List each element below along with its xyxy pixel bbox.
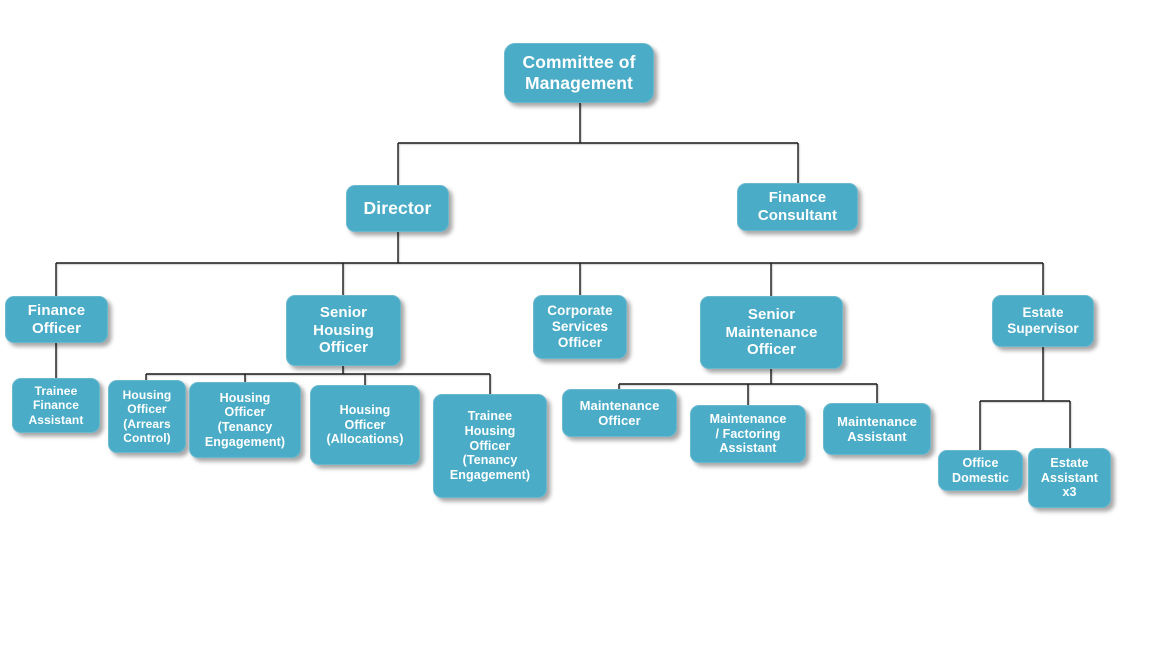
org-node-senior-housing-officer: Senior Housing Officer xyxy=(286,295,401,366)
org-node-corporate-services-officer: Corporate Services Officer xyxy=(533,295,627,359)
org-node-office-domestic: Office Domestic xyxy=(938,450,1023,491)
org-node-housing-officer-arrears-control: Housing Officer (Arrears Control) xyxy=(108,380,186,453)
org-node-estate-supervisor: Estate Supervisor xyxy=(992,295,1094,347)
org-node-estate-assistant-x3: Estate Assistant x3 xyxy=(1028,448,1111,508)
org-node-housing-officer-allocations: Housing Officer (Allocations) xyxy=(310,385,420,465)
org-node-maintenance-assistant: Maintenance Assistant xyxy=(823,403,931,455)
org-node-director: Director xyxy=(346,185,449,232)
org-node-finance-consultant: Finance Consultant xyxy=(737,183,858,231)
org-node-senior-maintenance-officer: Senior Maintenance Officer xyxy=(700,296,843,369)
connector-path xyxy=(55,103,1071,450)
org-node-maintenance-officer: Maintenance Officer xyxy=(562,389,677,437)
org-node-trainee-finance-assistant: Trainee Finance Assistant xyxy=(12,378,100,433)
org-node-maintenance-factoring-assistant: Maintenance / Factoring Assistant xyxy=(690,405,806,463)
org-node-committee-of-management: Committee of Management xyxy=(504,43,654,103)
org-node-trainee-housing-officer: Trainee Housing Officer (Tenancy Engagem… xyxy=(433,394,547,498)
org-node-finance-officer: Finance Officer xyxy=(5,296,108,343)
org-node-housing-officer-tenancy-engagement: Housing Officer (Tenancy Engagement) xyxy=(189,382,301,458)
